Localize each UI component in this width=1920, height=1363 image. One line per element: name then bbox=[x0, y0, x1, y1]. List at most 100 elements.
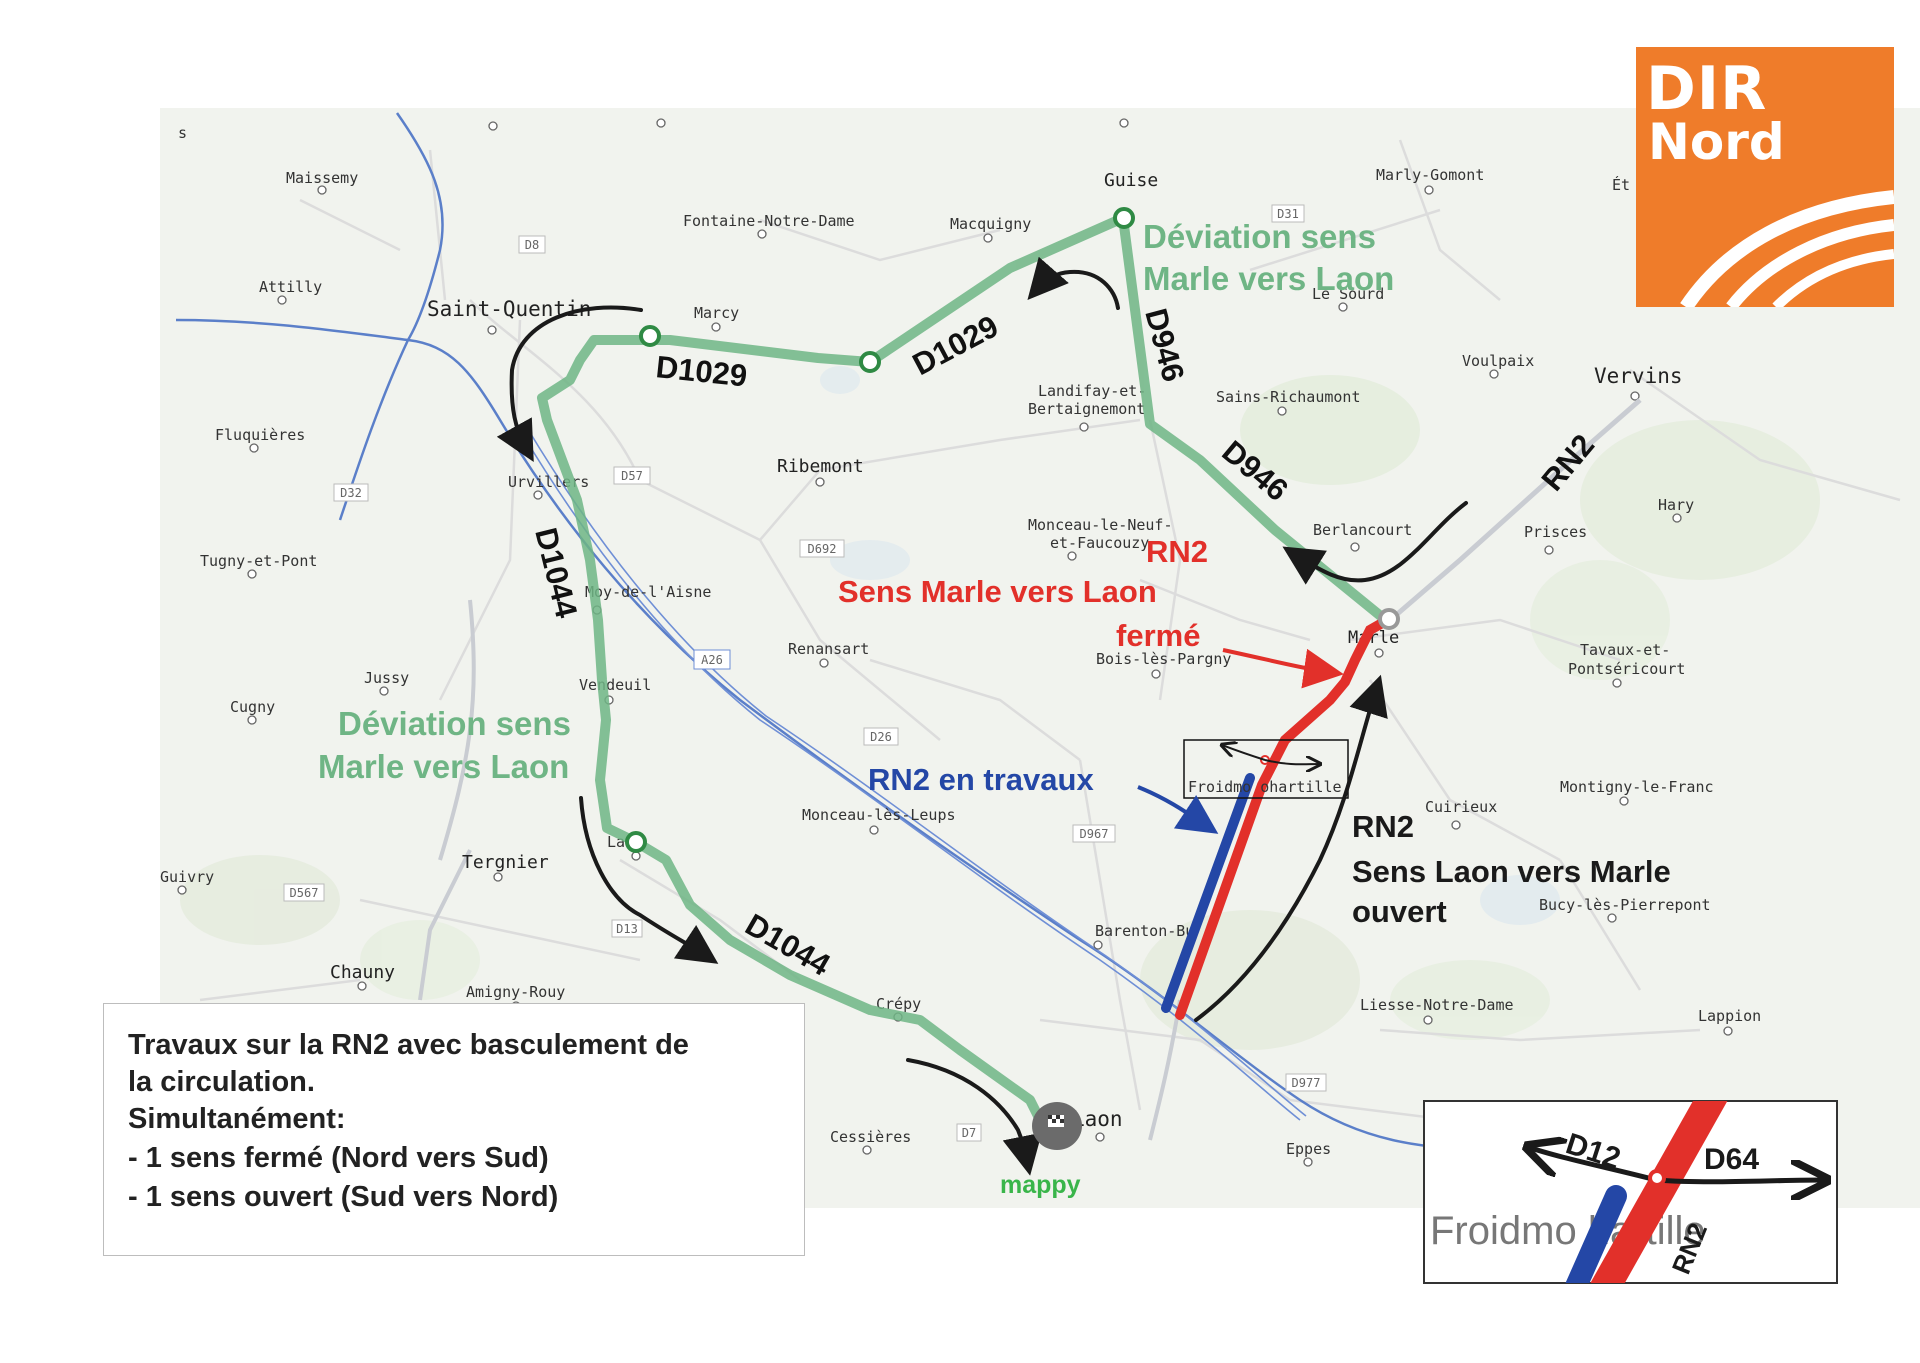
town-berlancourt: Berlancourt bbox=[1313, 521, 1412, 539]
road-box-d967: D967 bbox=[1072, 824, 1116, 843]
town-vervins: Vervins bbox=[1594, 364, 1683, 388]
town-ribemont: Ribemont bbox=[777, 456, 864, 477]
arrow-closed-pointer bbox=[1222, 648, 1344, 689]
town-hary: Hary bbox=[1658, 496, 1694, 514]
town-bucy: Bucy-lès-Pierrepont bbox=[1539, 896, 1711, 914]
town-vendeuil: Vendeuil bbox=[579, 676, 651, 694]
town-cugny: Cugny bbox=[230, 698, 275, 716]
town-fontaine: Fontaine-Notre-Dame bbox=[683, 212, 855, 230]
inset-zoom: Froidmo hartille D12 D64 RN2 bbox=[1423, 1100, 1838, 1284]
inset-d64: D64 bbox=[1704, 1143, 1759, 1176]
town-monceau-les-leups: Monceau-lès-Leups bbox=[802, 806, 956, 824]
arrow-la-fere bbox=[579, 796, 719, 964]
arrow-rn2-open bbox=[1194, 674, 1388, 1022]
road-box-d31: D31 bbox=[1271, 204, 1305, 223]
town-cessieres: Cessières bbox=[830, 1128, 911, 1146]
direction-arrows bbox=[496, 256, 1468, 1176]
closed-line2: Sens Marle vers Laon bbox=[838, 574, 1157, 609]
legend-line1: Travaux sur la RN2 avec basculement de bbox=[128, 1029, 689, 1061]
arrow-berlancourt bbox=[1282, 501, 1468, 585]
svg-text:A26: A26 bbox=[701, 653, 723, 667]
svg-text:mappy: mappy bbox=[1000, 1171, 1081, 1199]
town-landifay-1: Landifay-et- bbox=[1038, 382, 1146, 400]
town-maissemy: Maissemy bbox=[286, 169, 358, 187]
town-bois-pargny: Bois-lès-Pargny bbox=[1096, 650, 1231, 668]
town-attilly: Attilly bbox=[259, 278, 322, 296]
svg-text:D967: D967 bbox=[1080, 827, 1109, 841]
arrow-saint-quentin bbox=[496, 305, 643, 462]
town-monceau-neuf-1: Monceau-le-Neuf- bbox=[1028, 516, 1173, 534]
open-line2: Sens Laon vers Marle bbox=[1352, 854, 1671, 889]
deviation-ne-line2: Marle vers Laon bbox=[1143, 260, 1394, 297]
legend-line3: Simultanément: bbox=[128, 1103, 346, 1135]
dir-nord-logo: DIR Nord bbox=[1636, 47, 1894, 307]
town-tavaux-2: Pontséricourt bbox=[1568, 660, 1685, 678]
open-line3: ouvert bbox=[1352, 894, 1447, 929]
deviation-w-line1: Déviation sens bbox=[338, 705, 571, 742]
town-marcy: Marcy bbox=[694, 304, 739, 322]
marle-node bbox=[1378, 608, 1400, 630]
town-cuirieux: Cuirieux bbox=[1425, 798, 1497, 816]
town-sains: Sains-Richaumont bbox=[1216, 388, 1361, 406]
town-s: s bbox=[178, 124, 187, 142]
arrow-works-pointer bbox=[1137, 785, 1219, 834]
road-box-d567: D567 bbox=[283, 883, 325, 902]
logo-road-graphic bbox=[1680, 190, 1894, 307]
svg-text:D8: D8 bbox=[525, 238, 539, 252]
open-line1: RN2 bbox=[1352, 809, 1414, 844]
road-box-d7: D7 bbox=[956, 1123, 982, 1142]
road-number-boxes: D8 D57 D32 D692 A26 D26 D967 D567 D13 D7… bbox=[283, 204, 1327, 1142]
town-guise: Guise bbox=[1104, 170, 1158, 191]
legend-line4: - 1 sens fermé (Nord vers Sud) bbox=[128, 1142, 549, 1174]
town-fluquieres: Fluquières bbox=[215, 426, 305, 444]
legend-box: Travaux sur la RN2 avec basculement de l… bbox=[103, 1003, 805, 1256]
road-box-a26: A26 bbox=[693, 649, 731, 670]
rn2-north bbox=[1386, 398, 1642, 624]
town-moy: Moy-de-l'Aisne bbox=[585, 583, 711, 601]
main-roads bbox=[418, 599, 1182, 1141]
logo-line1: DIR bbox=[1646, 54, 1768, 124]
logo-line2: Nord bbox=[1648, 113, 1785, 171]
arrow-laon bbox=[906, 1058, 1042, 1176]
rn2-works-line bbox=[1161, 773, 1255, 1013]
road-box-d13: D13 bbox=[611, 919, 643, 938]
road-box-d26: D26 bbox=[863, 727, 899, 746]
town-montigny: Montigny-le-Franc bbox=[1560, 778, 1714, 796]
deviation-ne-line1: Déviation sens bbox=[1143, 218, 1376, 255]
town-jussy: Jussy bbox=[364, 669, 409, 687]
town-guivry: Guivry bbox=[160, 868, 214, 886]
svg-text:D31: D31 bbox=[1277, 207, 1299, 221]
town-landifay-2: Bertaignemont bbox=[1028, 400, 1145, 418]
minor-roads bbox=[199, 139, 1901, 1122]
town-renansart: Renansart bbox=[788, 640, 869, 658]
town-lappion: Lappion bbox=[1698, 1007, 1761, 1025]
svg-text:D567: D567 bbox=[290, 886, 319, 900]
svg-text:D26: D26 bbox=[870, 730, 892, 744]
legend-line5: - 1 sens ouvert (Sud vers Nord) bbox=[128, 1181, 559, 1213]
svg-text:D57: D57 bbox=[621, 469, 643, 483]
road-box-d32: D32 bbox=[333, 483, 369, 502]
mappy-pin: mappy bbox=[1000, 1102, 1082, 1199]
town-amigny: Amigny-Rouy bbox=[466, 983, 565, 1001]
town-tergnier: Tergnier bbox=[462, 852, 549, 873]
town-saint-quentin: Saint-Quentin bbox=[427, 297, 591, 321]
svg-text:D32: D32 bbox=[340, 486, 362, 500]
road-box-d57: D57 bbox=[613, 466, 651, 485]
town-voulpaix: Voulpaix bbox=[1462, 352, 1534, 370]
closed-line3: fermé bbox=[1116, 618, 1200, 653]
svg-text:D692: D692 bbox=[808, 542, 837, 556]
town-monceau-neuf-2: et-Faucouzy bbox=[1050, 534, 1149, 552]
town-liesse: Liesse-Notre-Dame bbox=[1360, 996, 1514, 1014]
works-label: RN2 en travaux bbox=[868, 762, 1094, 797]
froidmont-map-box: Froidmo ohartille bbox=[1183, 739, 1349, 799]
town-marly: Marly-Gomont bbox=[1376, 166, 1484, 184]
town-tugny: Tugny-et-Pont bbox=[200, 552, 317, 570]
a26-motorway bbox=[519, 425, 1307, 1121]
rn2-closed-line bbox=[1175, 617, 1389, 1020]
road-box-d8: D8 bbox=[518, 235, 546, 254]
town-tavaux-1: Tavaux-et- bbox=[1580, 641, 1670, 659]
arrow-guise bbox=[1027, 256, 1120, 310]
town-macquigny: Macquigny bbox=[950, 215, 1031, 233]
